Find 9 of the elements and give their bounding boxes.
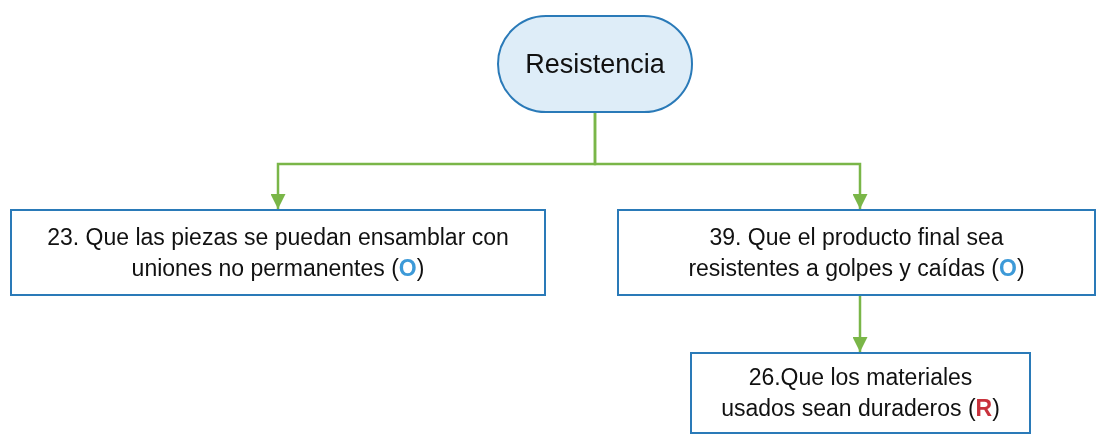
requirement-box <box>690 352 1031 434</box>
node-title: Resistencia <box>525 48 665 80</box>
requirement-box <box>617 209 1096 296</box>
requirement-box <box>10 209 546 296</box>
requirement-text: 26.Que los materiales usados sean duraderos (R) <box>720 363 1001 423</box>
requirement-text: 23. Que las piezas se puedan ensamblar con uniones no permanentes (O) <box>46 222 510 283</box>
arrow <box>852 296 868 352</box>
requirement-text: 39. Que el producto final sea resistentes a golpes y caídas (O) <box>687 222 1026 283</box>
arrow <box>593 113 868 209</box>
